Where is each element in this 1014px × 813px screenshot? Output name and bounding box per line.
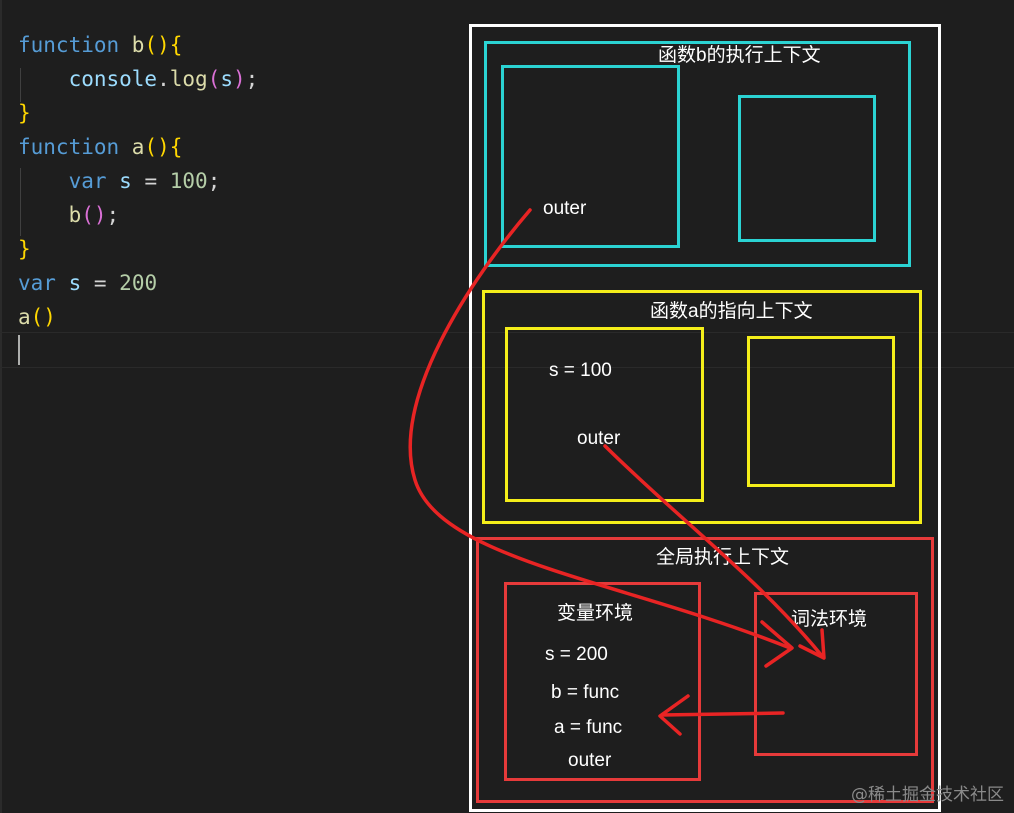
global-context-title: 全局执行上下文 (656, 547, 790, 568)
code-line: a() (18, 300, 56, 334)
b-context-title: 函数b的执行上下文 (658, 45, 821, 66)
code-token: a (18, 305, 31, 329)
code-token: ( (207, 67, 221, 91)
code-token: s (220, 67, 233, 91)
code-token: () (81, 203, 107, 227)
code-token: () (30, 305, 56, 329)
lexical-to-variable-arrow (660, 711, 785, 717)
code-line: var s = 100; (18, 164, 221, 198)
code-line: } (18, 232, 31, 266)
a-lexical-environment (747, 336, 895, 487)
global-variable-environment (504, 582, 701, 781)
code-token: ) (233, 67, 246, 91)
code-token: = (131, 169, 170, 193)
code-line: b(); (18, 198, 120, 232)
code-token: ; (207, 169, 221, 193)
code-line: console.log(s); (18, 62, 259, 96)
editor-gutter (0, 0, 2, 813)
global-a-value: a = func (554, 717, 623, 738)
lexical-env-title: 词法环境 (791, 609, 868, 630)
watermark: @稀土掘金技术社区 (851, 785, 1004, 805)
code-token: function (18, 33, 132, 57)
global-outer-label: outer (568, 750, 612, 771)
a-context-title: 函数a的指向上下文 (650, 301, 813, 322)
variable-env-title: 变量环境 (557, 603, 634, 624)
code-token: var (68, 169, 120, 193)
global-lexical-environment (754, 592, 918, 756)
call-stack-frame (469, 24, 941, 812)
code-token: (){ (144, 33, 183, 57)
code-line: function b(){ (18, 28, 182, 62)
code-token: = (81, 271, 120, 295)
code-token: var (18, 271, 69, 295)
a-outer-label: outer (577, 428, 621, 449)
indent-guide (20, 68, 21, 102)
code-line: var s = 200 (18, 266, 157, 300)
code-token: ; (106, 203, 120, 227)
b-outer-arrow (408, 208, 792, 650)
code-token: console (68, 67, 158, 91)
code-token: log (169, 67, 208, 91)
code-token: function (18, 135, 132, 159)
a-s-value: s = 100 (549, 360, 612, 381)
code-token: } (18, 237, 31, 261)
code-line: function a(){ (18, 130, 182, 164)
code-token: b (131, 33, 145, 57)
a-variable-environment (505, 327, 704, 502)
b-outer-label: outer (543, 198, 587, 219)
global-b-value: b = func (551, 682, 620, 703)
code-line: } (18, 96, 31, 130)
a-outer-arrowhead (798, 628, 826, 660)
lexical-to-variable-arrowhead (658, 694, 690, 736)
b-outer-arrowhead (760, 620, 794, 668)
b-execution-context (484, 41, 911, 267)
code-token: 200 (119, 271, 158, 295)
code-token: a (131, 135, 145, 159)
text-cursor (18, 335, 20, 365)
a-outer-arrow (603, 444, 824, 658)
code-token: } (18, 101, 31, 125)
global-s-value: s = 200 (545, 644, 608, 665)
code-token: ; (245, 67, 259, 91)
code-token: s (119, 169, 132, 193)
code-token: s (68, 271, 82, 295)
code-token: 100 (169, 169, 208, 193)
code-token: . (157, 67, 170, 91)
b-lexical-environment (738, 95, 876, 242)
code-token: b (68, 203, 82, 227)
indent-guide (20, 168, 21, 236)
code-token: (){ (144, 135, 183, 159)
b-variable-environment (501, 65, 680, 248)
a-execution-context (482, 290, 922, 524)
